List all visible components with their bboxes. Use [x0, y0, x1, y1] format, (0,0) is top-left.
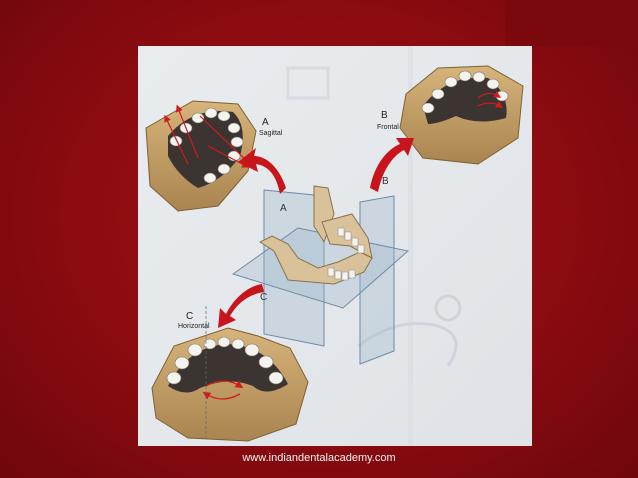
arrow-label-c: C: [260, 292, 268, 303]
arrow-label-b: B: [382, 176, 389, 187]
mandible: [258, 185, 373, 285]
arrow-label-a: A: [280, 203, 287, 214]
arrow-to-c: [218, 284, 264, 328]
arrow-to-a: [238, 148, 286, 194]
textbook-figure-photo: A Sagittal B Frontal C Horizontal A B C: [138, 46, 532, 446]
view-b-plane: Frontal: [377, 124, 399, 131]
frontal-cast: [399, 65, 524, 165]
planes-diagram: [231, 185, 410, 365]
arrow-to-b: [370, 138, 414, 192]
footer-url: www.indiandentalacademy.com: [242, 452, 396, 464]
view-b-letter: B: [381, 110, 388, 121]
view-c-letter: C: [186, 311, 194, 322]
sagittal-cast: [145, 100, 257, 212]
red-arrows: [218, 138, 414, 328]
view-a-letter: A: [262, 117, 269, 128]
figure-illustration: [138, 46, 532, 446]
corner-shade: [505, 0, 638, 46]
horizontal-cast: [151, 306, 309, 442]
view-a-plane: Sagittal: [259, 130, 283, 137]
view-c-plane: Horizontal: [178, 323, 210, 330]
faint-background-print: [286, 46, 462, 446]
